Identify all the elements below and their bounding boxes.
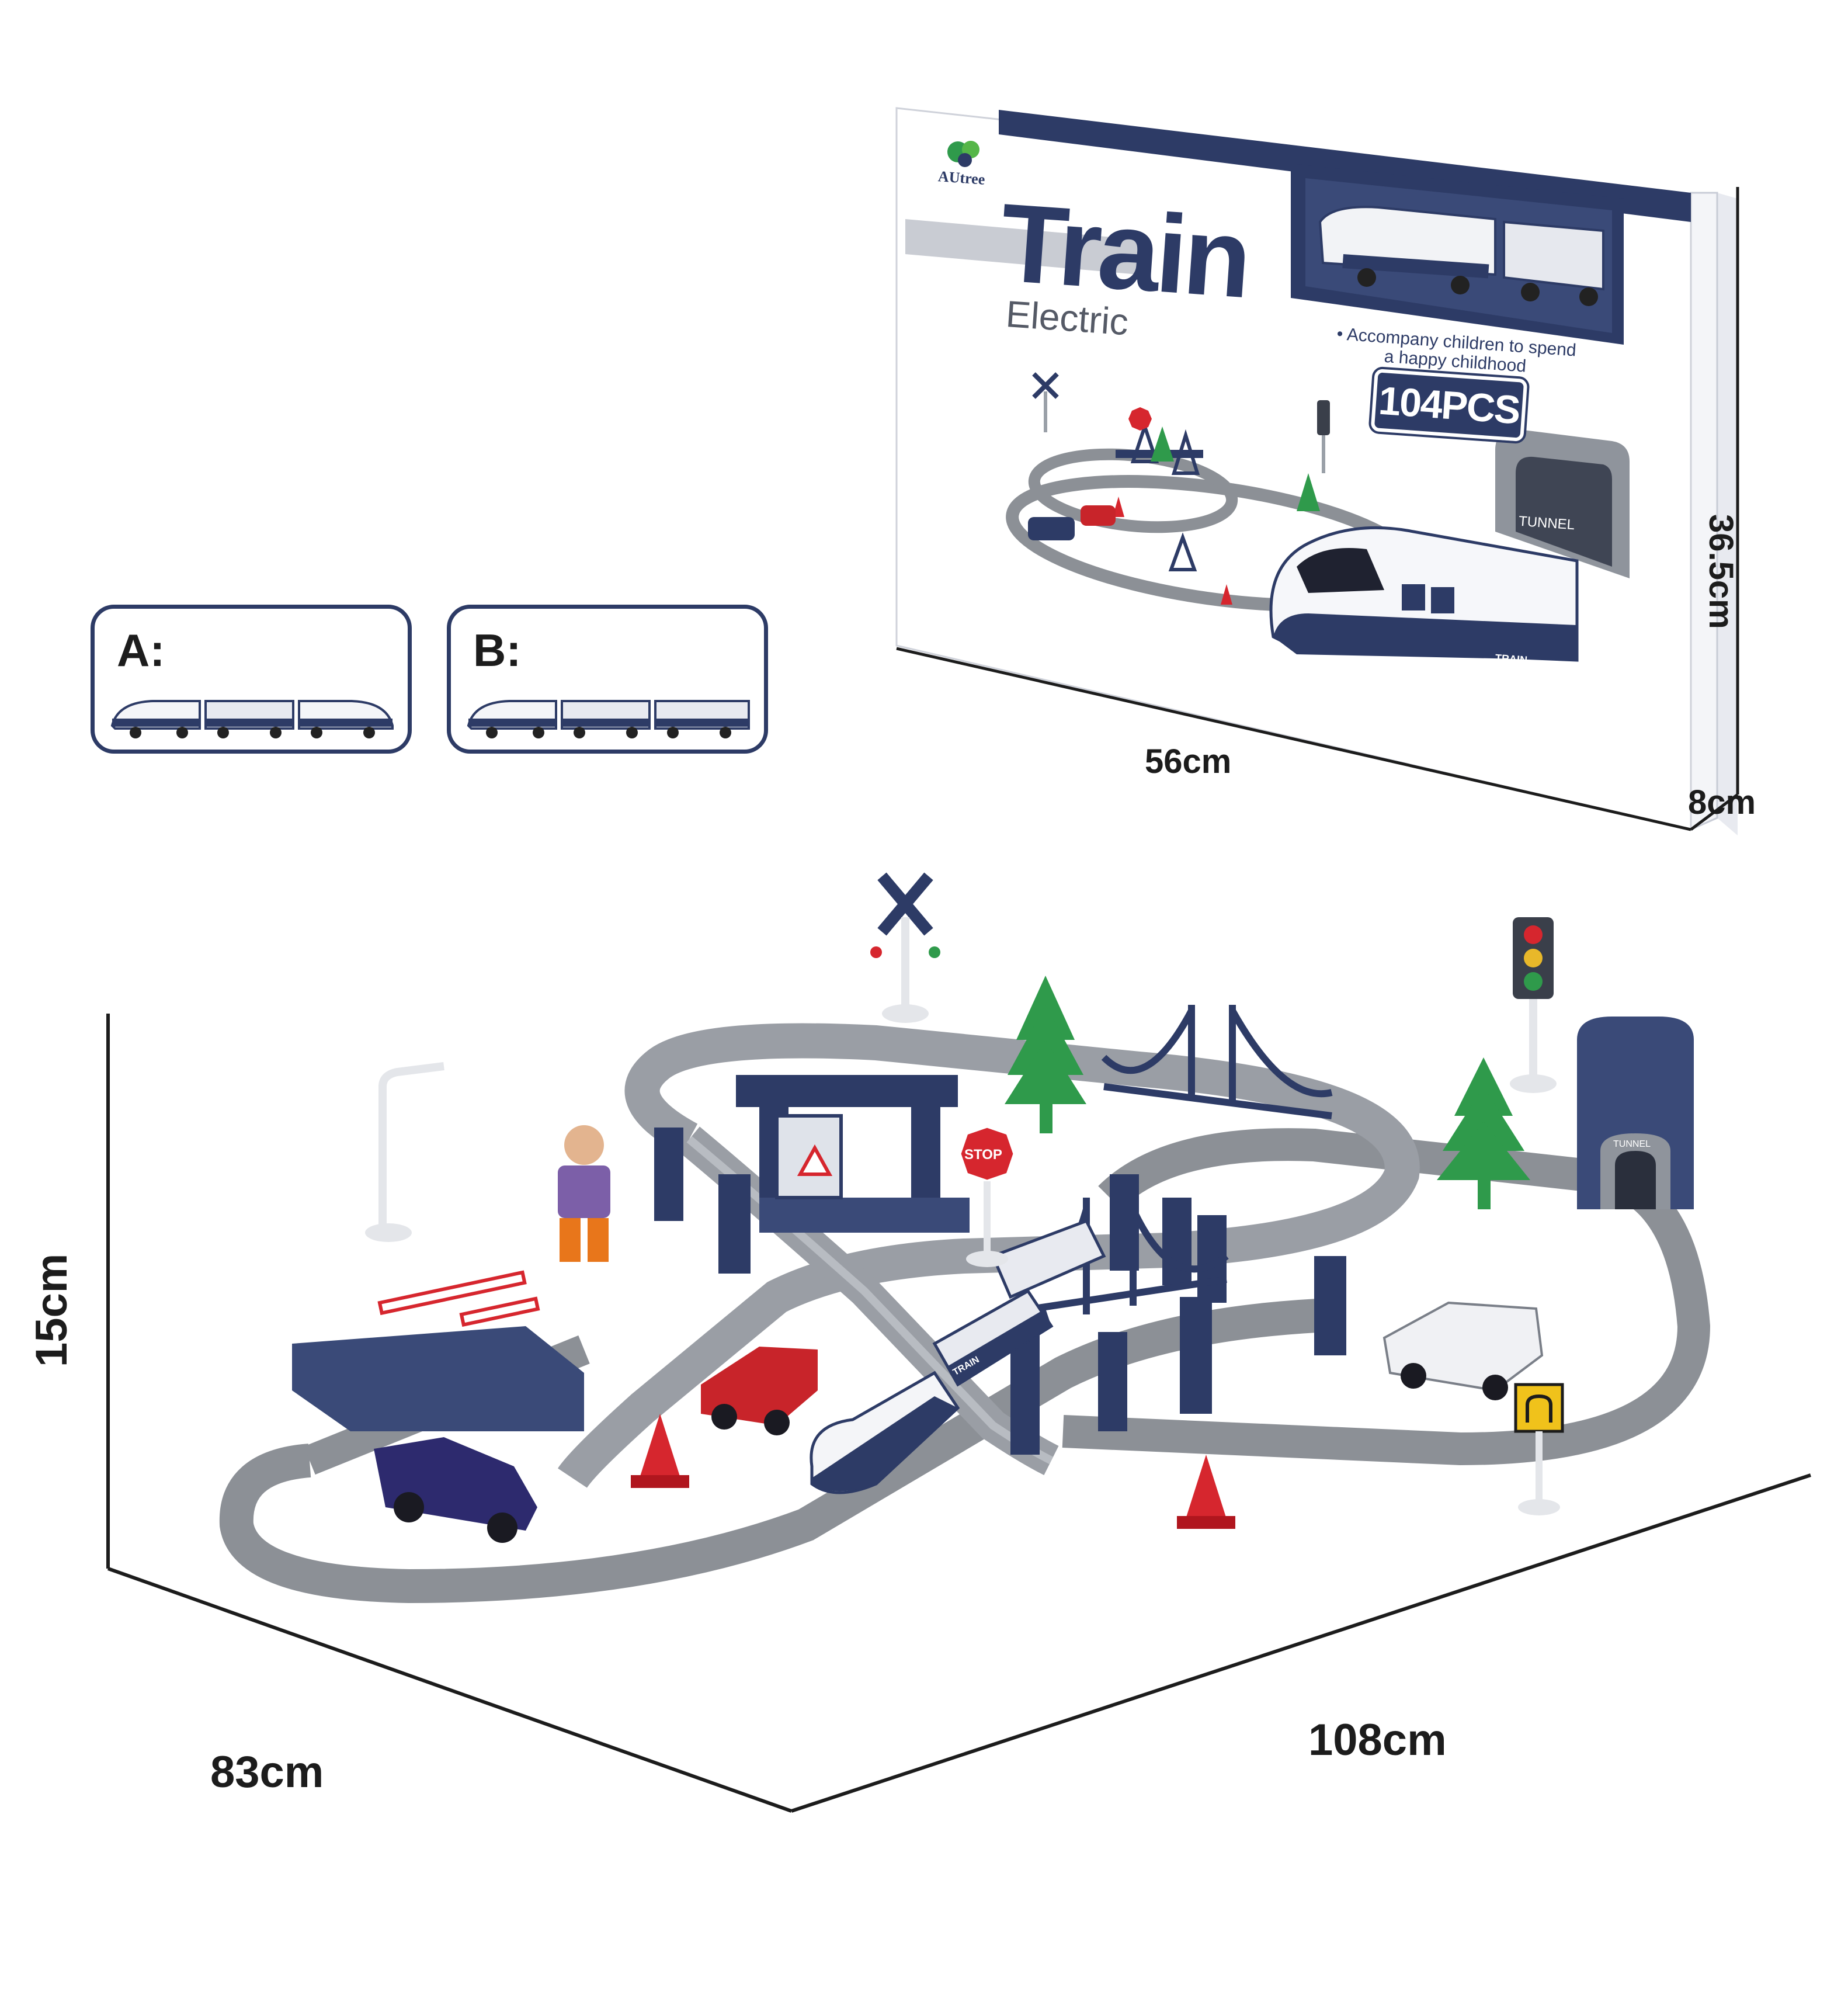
- track-piers: [654, 1128, 1346, 1455]
- product-box: AUtree Train Electric • Accompany childr…: [888, 99, 1741, 847]
- car-purple: [374, 1437, 537, 1543]
- option-b-train: [467, 700, 750, 738]
- playset-width-label: 108cm: [1308, 1715, 1447, 1765]
- playset-height-label: 15cm: [27, 1253, 77, 1367]
- box-train-label: TRAIN: [1495, 652, 1528, 666]
- track-lower-loop: [219, 1298, 1344, 1604]
- track-elevated-loop: [558, 1023, 1420, 1489]
- box-height-label: 36.5cm: [1702, 514, 1740, 629]
- stop-sign-text: STOP: [964, 1147, 1002, 1163]
- option-card-b[interactable]: B:: [447, 605, 768, 754]
- track-right-loop: [1062, 1128, 1711, 1466]
- crossing-platform: [292, 1270, 584, 1431]
- box-subtitle: Electric: [1004, 292, 1130, 344]
- piece-count-badge: 104PCS: [1368, 366, 1530, 445]
- brand-logo: AUtree: [935, 134, 999, 188]
- option-a-label: A:: [117, 625, 165, 676]
- piece-count-text: 104PCS: [1377, 378, 1521, 432]
- option-b-label: B:: [473, 625, 522, 676]
- trees: [1005, 976, 1530, 1209]
- street-lamp: [365, 1062, 444, 1242]
- car-white: [1382, 1301, 1544, 1400]
- depth-dimension-line: [107, 1567, 793, 1813]
- box-width-label: 56cm: [1145, 743, 1232, 780]
- playset-tunnel-label: TUNNEL: [1613, 1139, 1651, 1149]
- cones: [631, 1414, 1235, 1529]
- tunnel-warning-sign: [1514, 1383, 1564, 1515]
- playset-illustration: STOP TUNNEL TRAIN: [0, 847, 1848, 2012]
- width-dimension-line: [791, 1473, 1811, 1813]
- box-depth-label: 8cm: [1688, 783, 1756, 821]
- car-red: [701, 1347, 818, 1435]
- suspension-bridge-upper: [1101, 1005, 1333, 1119]
- option-card-a[interactable]: A:: [91, 605, 412, 754]
- stop-sign: [958, 1125, 1016, 1267]
- station-building: [736, 1075, 970, 1233]
- playset-train: [810, 1219, 1106, 1494]
- railroad-crossing-sign: [870, 872, 940, 1023]
- brand-name: AUtree: [937, 168, 986, 188]
- playset-depth-label: 83cm: [210, 1747, 324, 1797]
- tunnel: [1577, 1017, 1694, 1209]
- option-a-train: [110, 700, 394, 738]
- traffic-light: [1510, 917, 1557, 1093]
- person-figure: [558, 1125, 610, 1262]
